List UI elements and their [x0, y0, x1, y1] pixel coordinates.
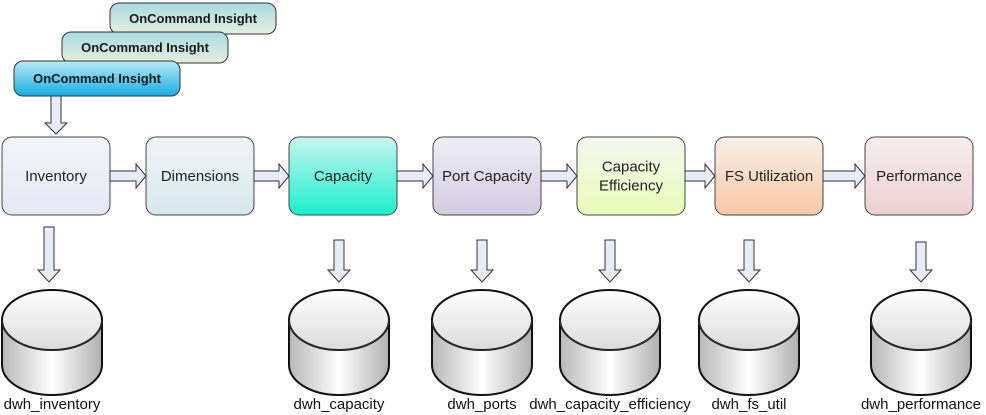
source-label: OnCommand Insight	[81, 40, 210, 55]
arrow-right-icon	[684, 162, 716, 190]
arrow-right-icon	[822, 162, 866, 190]
source-box-3: OnCommand Insight	[109, 2, 277, 35]
step-label: FS Utilization	[725, 168, 813, 185]
source-box-2: OnCommand Insight	[61, 31, 229, 64]
source-label: OnCommand Insight	[33, 71, 162, 86]
step-fs-utilization: FS Utilization	[714, 136, 824, 216]
step-performance: Performance	[864, 136, 974, 216]
arrow-down-icon	[36, 226, 62, 283]
arrow-right-icon	[109, 162, 147, 190]
step-capacity: Capacity	[288, 136, 398, 216]
database-capacity-efficiency: dwh_capacity_efficiency	[529, 289, 691, 413]
arrow-down-icon	[597, 239, 623, 283]
database-port-capacity: dwh_ports	[431, 289, 533, 413]
step-port-capacity: Port Capacity	[432, 136, 542, 216]
database-label: dwh_fs_util	[711, 396, 786, 413]
database-performance: dwh_performance	[861, 289, 981, 413]
step-label: Capacity	[602, 159, 661, 176]
source-box-1: OnCommand Insight	[13, 60, 181, 97]
database-label: dwh_capacity	[294, 396, 385, 413]
arrow-down-icon	[736, 239, 762, 283]
arrow-right-icon	[396, 162, 434, 190]
step-label: Dimensions	[161, 168, 239, 185]
database-fs-utilization: dwh_fs_util	[698, 289, 800, 413]
step-label: Inventory	[25, 168, 87, 185]
database-inventory: dwh_inventory	[1, 289, 103, 413]
arrow-right-icon	[253, 162, 290, 190]
step-label: Capacity	[314, 168, 373, 185]
database-label: dwh_performance	[861, 396, 981, 413]
arrow-down-icon	[469, 239, 495, 283]
source-label: OnCommand Insight	[129, 11, 258, 26]
step-label: Efficiency	[599, 178, 663, 195]
step-label: Port Capacity	[442, 168, 533, 185]
database-label: dwh_inventory	[4, 396, 101, 413]
arrow-down-icon	[326, 239, 352, 283]
arrow-right-icon	[540, 162, 578, 190]
arrow-down-icon	[908, 241, 934, 283]
arrow-down-icon	[43, 95, 69, 135]
database-label: dwh_capacity_efficiency	[529, 396, 691, 413]
database-capacity: dwh_capacity	[288, 289, 390, 413]
step-inventory: Inventory	[1, 136, 111, 216]
database-label: dwh_ports	[447, 396, 516, 413]
step-label: Performance	[876, 168, 962, 185]
step-dimensions: Dimensions	[145, 136, 255, 216]
